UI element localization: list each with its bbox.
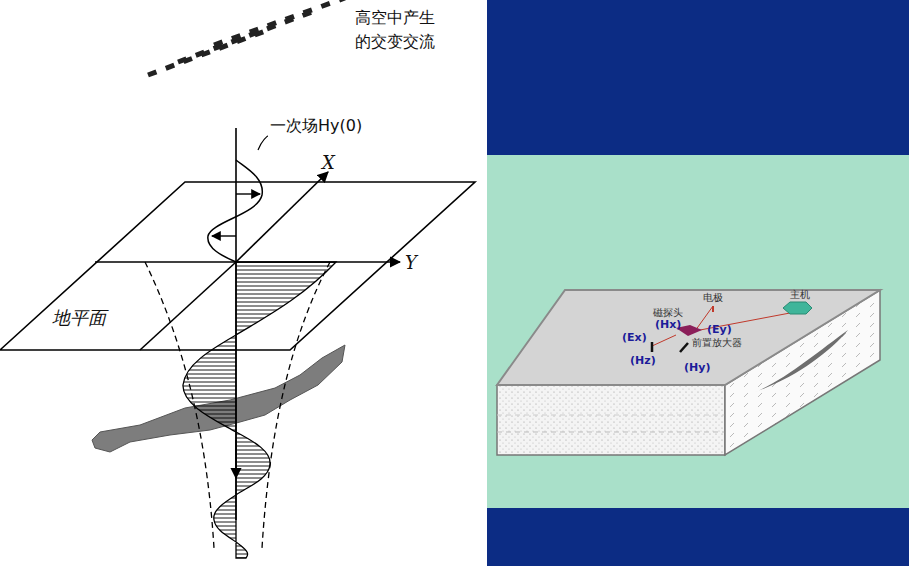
primary-wave: [208, 160, 262, 262]
stratum-line: [497, 432, 725, 433]
host-label: 主机: [790, 288, 810, 302]
top-band: [487, 0, 909, 155]
preamp-label: 前置放大器: [692, 336, 742, 350]
axis-label: X: [322, 152, 335, 173]
middle-panel: [487, 155, 909, 508]
block-top: [497, 290, 880, 385]
block-front: [497, 385, 725, 455]
electrode: [712, 306, 714, 312]
axis-label: Y: [405, 252, 417, 273]
channel-label: (Hz): [630, 354, 656, 367]
channel-label: (Hy): [684, 361, 710, 374]
field-arrow: [212, 235, 236, 236]
primary-field-label: 一次场Hy(0): [268, 116, 364, 137]
bottom-band: [487, 508, 909, 566]
current-dashes: [148, 0, 345, 75]
depth-arrow: [235, 440, 237, 478]
host-unit: [783, 302, 812, 314]
ionosphere-note: 高空中产生 的交变交流: [355, 6, 439, 54]
ground-plane: [0, 172, 475, 350]
channel-label: (Hx): [655, 318, 681, 331]
depth-axis: [235, 128, 237, 520]
hy-sensor: [680, 343, 688, 352]
stratum-line: [497, 415, 725, 416]
probe-label: 磁探头: [653, 306, 683, 320]
channel-label: (Ex): [622, 331, 647, 344]
channel-label: (Ey): [707, 323, 732, 336]
field-arrow: [236, 193, 260, 194]
ground-plane-label: 地平面: [52, 306, 106, 330]
ex-sensor: [651, 342, 654, 352]
electrode-label: 电极: [703, 291, 723, 305]
